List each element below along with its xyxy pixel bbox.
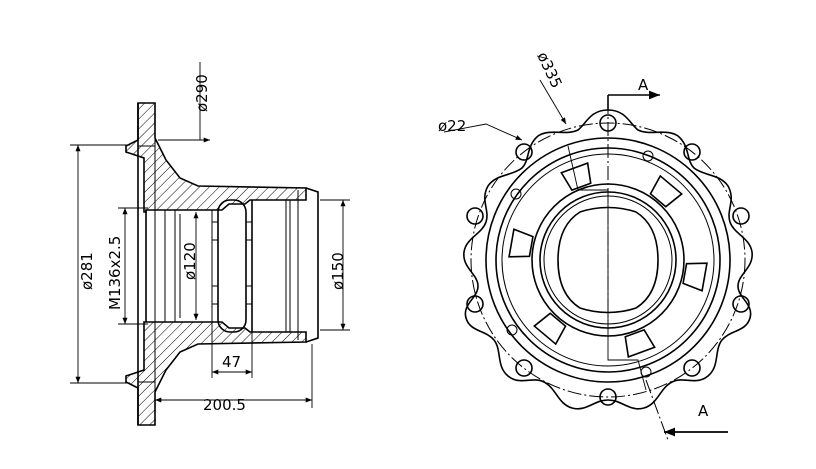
flange-outline	[463, 109, 753, 410]
dim-thread: M136x2.5	[106, 236, 124, 310]
dim-d335: ø335	[533, 49, 565, 91]
dim-len2005: 200.5	[203, 396, 246, 414]
bolt-holes	[466, 114, 750, 406]
dim-d22: ø22	[438, 117, 466, 135]
section-upper-half	[125, 102, 307, 213]
front-view	[463, 100, 753, 441]
dim-d281: ø281	[78, 252, 96, 290]
front-view-annotations: ø335 ø22 A A	[438, 49, 728, 437]
dim-len47: 47	[222, 353, 241, 371]
dim-d150: ø150	[329, 252, 347, 290]
section-lower-half	[125, 321, 307, 426]
dim-d120: ø120	[181, 242, 199, 280]
inner-bore	[557, 206, 659, 314]
section-label-top: A	[638, 76, 649, 94]
section-dimensions: ø290 ø281 M136x2.5 ø120 ø150 47 200.5	[70, 62, 350, 414]
section-label-bottom: A	[698, 402, 709, 420]
section-view	[125, 102, 319, 426]
dim-d290: ø290	[193, 74, 211, 112]
spoke-windows	[508, 162, 708, 358]
